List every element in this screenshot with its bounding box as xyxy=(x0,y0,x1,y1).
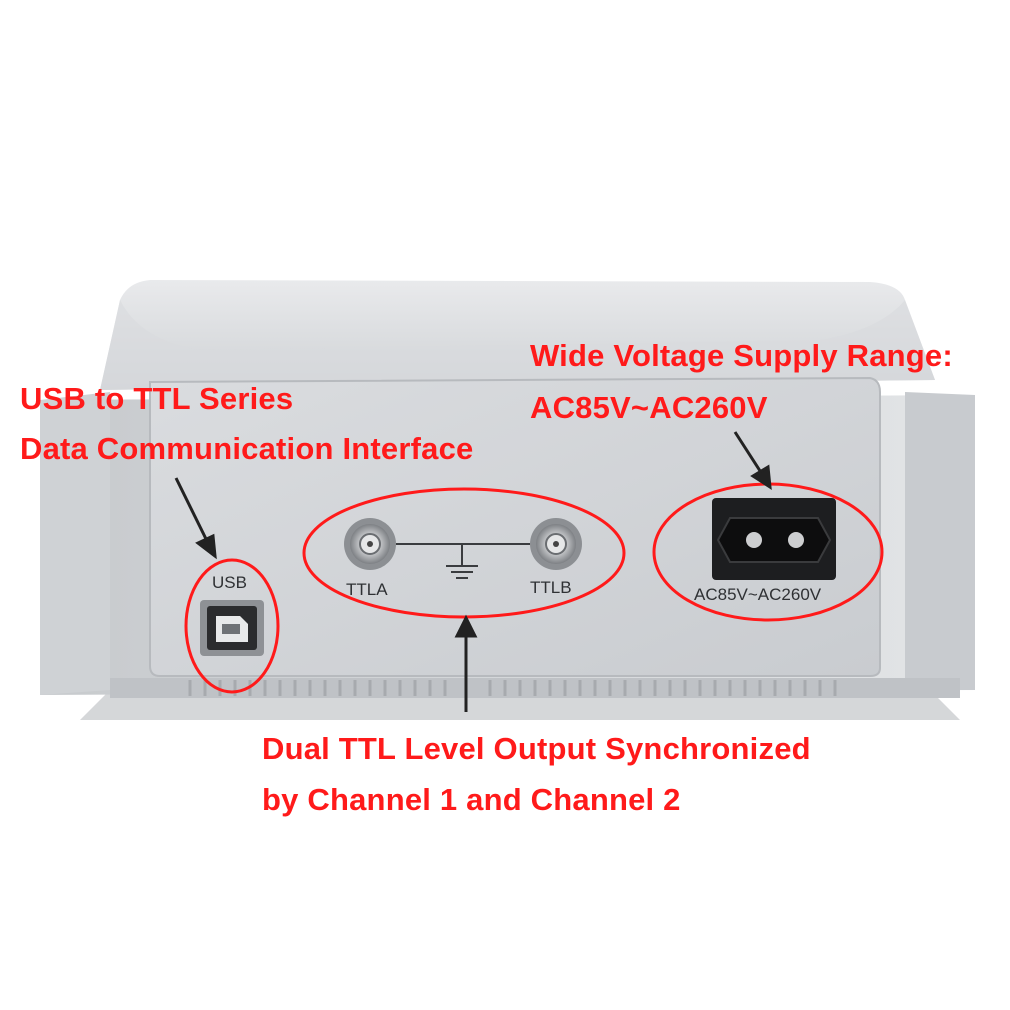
usb-port-label: USB xyxy=(212,573,247,592)
usb-arrow xyxy=(174,477,217,560)
usb-port xyxy=(200,600,264,656)
bnc-connector-ttlb xyxy=(530,518,582,570)
power-inlet-label: AC85V~AC260V xyxy=(694,585,822,604)
bottom-vents xyxy=(110,678,960,698)
ground-symbol xyxy=(396,543,530,579)
bnc-connector-ttla xyxy=(344,518,396,570)
usb-annotation-line1: USB to TTL Series xyxy=(20,381,294,416)
power-arrow xyxy=(733,431,772,490)
usb-annotation-line2: Data Communication Interface xyxy=(20,431,474,466)
ttlb-label: TTLB xyxy=(530,578,572,597)
ttl-callout-ellipse xyxy=(302,487,626,619)
back-panel xyxy=(149,376,881,677)
power-annotation-line1: Wide Voltage Supply Range: xyxy=(530,338,953,373)
ttl-arrow xyxy=(454,614,478,712)
power-inlet xyxy=(712,498,836,580)
ttl-annotation-line2: by Channel 1 and Channel 2 xyxy=(262,782,681,817)
power-annotation-line2: AC85V~AC260V xyxy=(530,390,768,425)
ttl-annotation-line1: Dual TTL Level Output Synchronized xyxy=(262,731,811,766)
usb-callout-ellipse xyxy=(184,558,280,694)
ttla-label: TTLA xyxy=(346,580,388,599)
